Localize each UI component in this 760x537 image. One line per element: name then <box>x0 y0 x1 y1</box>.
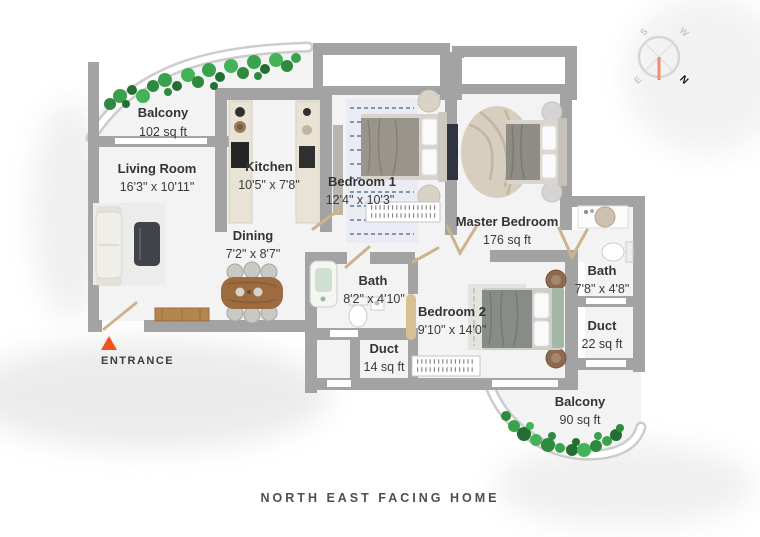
entrance-label: ENTRANCE <box>101 355 174 367</box>
tv-console-icon <box>154 307 210 322</box>
room-labels: Balcony 102 sq ft Living Room 16'3" x 10… <box>118 105 630 427</box>
dresser-icon <box>333 125 343 215</box>
room-label: Bedroom 2 <box>418 304 486 319</box>
cooktop-icon <box>235 107 245 117</box>
room-label: Dining <box>233 228 273 243</box>
room-label: Living Room <box>118 161 197 176</box>
room-size: 16'3" x 10'11" <box>120 180 195 194</box>
room-label: Bath <box>359 273 388 288</box>
room-label: Duct <box>370 341 400 356</box>
room-size: 102 sq ft <box>139 125 187 139</box>
kitchen-sink-icon <box>302 125 312 135</box>
bath1-fixtures <box>309 260 385 328</box>
compass-letter-s: S <box>638 26 649 37</box>
room-label: Master Bedroom <box>456 214 559 229</box>
room-size: 7'2" x 8'7" <box>226 247 281 261</box>
room-label: Bath <box>588 263 617 278</box>
compass-letter-e: E <box>632 74 643 85</box>
living-room-furniture <box>93 203 210 322</box>
door-leaf-icon <box>406 294 416 340</box>
master-bedroom-furniture <box>447 101 567 203</box>
plants-bottom-icon <box>501 411 624 457</box>
bedroom2-furniture <box>468 269 567 369</box>
dining-set-icon <box>221 261 283 324</box>
master-bed-icon <box>506 118 567 186</box>
room-size: 22 sq ft <box>582 337 624 351</box>
vanity-icon <box>577 205 629 229</box>
room-size: 176 sq ft <box>483 233 531 247</box>
sofa-icon <box>95 206 123 286</box>
bath2-fixtures <box>577 205 634 263</box>
wardrobe-rack-icon <box>411 355 481 377</box>
door-swing-icons <box>102 207 589 331</box>
kitchen-counters <box>228 100 320 224</box>
entrance: ENTRANCE <box>101 336 174 367</box>
sink-icon <box>370 296 385 311</box>
room-size: 8'2" x 4'10" <box>343 292 405 306</box>
entrance-marker-icon <box>101 336 117 350</box>
toilet-icon <box>601 241 634 263</box>
wardrobe-rack-icon <box>365 201 441 223</box>
toilet-icon <box>348 296 369 328</box>
plants-top-icon <box>104 53 301 110</box>
nightstand-icon <box>417 89 441 113</box>
room-label: Balcony <box>555 394 606 409</box>
room-size: 14 sq ft <box>364 360 406 374</box>
room-label: Bedroom 1 <box>328 174 396 189</box>
bed1-icon <box>361 112 447 182</box>
room-size: 90 sq ft <box>560 413 602 427</box>
room-size: 9'10" x 14'0" <box>418 323 487 337</box>
room-label: Balcony <box>138 105 189 120</box>
wardrobe-icon <box>447 124 458 180</box>
oven-icon <box>231 142 249 168</box>
room-size: 10'5" x 7'8" <box>238 178 300 192</box>
room-label: Kitchen <box>245 159 293 174</box>
room-size: 12'4" x 10'3" <box>326 193 395 207</box>
room-size: 7'8" x 4'8" <box>575 282 630 296</box>
bedroom2-bed-icon <box>482 288 564 350</box>
armchair-icon <box>134 222 160 266</box>
page-caption: NORTH EAST FACING HOME <box>261 491 500 505</box>
room-label: Duct <box>588 318 618 333</box>
